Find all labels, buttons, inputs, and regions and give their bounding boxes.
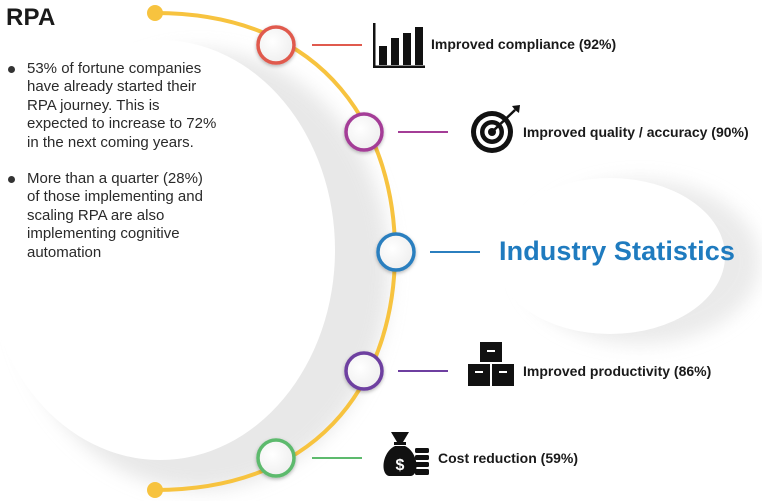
arc-end-top xyxy=(147,5,163,21)
industry-statistics-heading: Industry Statistics xyxy=(499,236,735,266)
target-icon xyxy=(471,105,520,153)
node-quality xyxy=(344,112,384,152)
stat-label-quality: Improved quality / accuracy (90%) xyxy=(523,124,749,140)
boxes-icon xyxy=(468,342,514,386)
stat-label-productivity: Improved productivity (86%) xyxy=(523,363,712,379)
stat-label-cost: Cost reduction (59%) xyxy=(438,450,579,466)
background-decoration xyxy=(0,40,760,490)
svg-text:$: $ xyxy=(396,457,405,474)
node-cost xyxy=(256,438,296,478)
bullet-text: 53% of fortune companies have already st… xyxy=(27,60,217,151)
bullet-text: More than a quarter (28%) of those imple… xyxy=(27,170,203,261)
stat-label-compliance: Improved compliance (92%) xyxy=(431,36,617,52)
bullet-dot-icon xyxy=(8,66,15,73)
node-productivity xyxy=(344,351,384,391)
bullet-list: 53% of fortune companies have already st… xyxy=(8,60,218,280)
node-industry xyxy=(376,232,416,272)
arc-end-bottom xyxy=(147,482,163,498)
node-compliance xyxy=(256,25,296,65)
page-title: RPA xyxy=(6,4,56,31)
money-bag-icon: $ xyxy=(383,432,429,476)
bar-chart-icon xyxy=(373,23,425,68)
bullet-item: More than a quarter (28%) of those imple… xyxy=(8,170,218,262)
bullet-item: 53% of fortune companies have already st… xyxy=(8,60,218,152)
bullet-dot-icon xyxy=(8,176,15,184)
